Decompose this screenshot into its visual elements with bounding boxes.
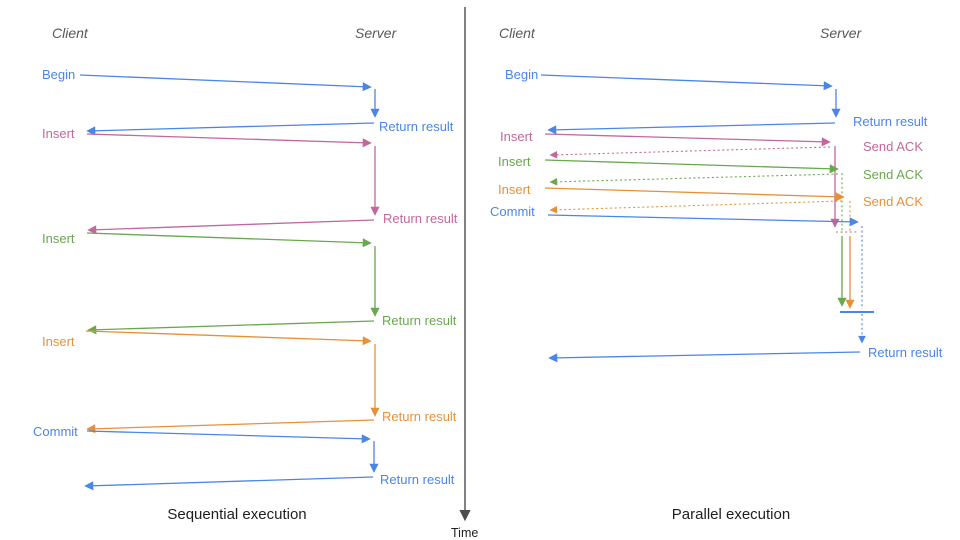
- time-axis: Time: [451, 7, 478, 540]
- left-insert1-request-arrow: [86, 133, 372, 148]
- time-axis-label: Time: [451, 526, 478, 540]
- right-insert3-label: Insert: [498, 182, 531, 197]
- sequential-caption: Sequential execution: [167, 506, 306, 523]
- right-insert3-ack-arrow: [549, 200, 843, 214]
- left-commit-label: Commit: [33, 424, 78, 439]
- left-insert1-return-label: Return result: [383, 211, 458, 226]
- left-insert2-return-label: Return result: [382, 313, 457, 328]
- right-begin-return-arrow: [547, 122, 836, 135]
- left-insert3-request-arrow: [85, 330, 372, 346]
- right-begin-return-label: Return result: [853, 114, 928, 129]
- right-insert2-ack-arrow: [549, 173, 839, 186]
- right-insert1-request-arrow: [544, 133, 831, 147]
- left-insert3-return-label: Return result: [382, 409, 457, 424]
- left-insert1-label: Insert: [42, 126, 75, 141]
- right-begin-label: Begin: [505, 67, 538, 82]
- right-begin-request-arrow: [540, 74, 833, 91]
- left-commit-return-label: Return result: [380, 472, 455, 487]
- right-insert1-label: Insert: [500, 129, 533, 144]
- parallel-caption: Parallel execution: [672, 506, 790, 523]
- right-insert3-ack-label: Send ACK: [863, 194, 923, 209]
- left-commit-return-arrow: [84, 476, 374, 491]
- left-begin-return-label: Return result: [379, 119, 454, 134]
- right-final-return-arrow: [548, 351, 861, 363]
- left-insert3-return-arrow: [86, 419, 375, 434]
- right-insert2-label: Insert: [498, 154, 531, 169]
- right-commit-label: Commit: [490, 204, 535, 219]
- right-insert2-request-arrow: [544, 159, 839, 174]
- sequential-diagram: Client Server Begin Return result Insert…: [33, 25, 458, 523]
- right-insert2-ack-label: Send ACK: [863, 167, 923, 182]
- right-insert1-ack-arrow: [549, 146, 831, 159]
- left-commit-request-arrow: [86, 430, 371, 444]
- left-begin-request-arrow: [79, 74, 372, 92]
- right-final-return-label: Return result: [868, 345, 943, 360]
- left-server-header: Server: [355, 25, 398, 41]
- right-insert3-request-arrow: [544, 187, 845, 202]
- left-insert2-request-arrow: [86, 232, 372, 248]
- left-begin-label: Begin: [42, 67, 75, 82]
- left-client-header: Client: [52, 25, 89, 41]
- right-client-header: Client: [499, 25, 536, 41]
- left-insert3-label: Insert: [42, 334, 75, 349]
- left-begin-return-arrow: [86, 122, 375, 136]
- right-commit-request-arrow: [547, 214, 859, 227]
- right-insert1-ack-label: Send ACK: [863, 139, 923, 154]
- left-insert1-return-arrow: [87, 219, 375, 235]
- parallel-diagram: Client Server Begin Return result Insert…: [490, 25, 943, 523]
- left-insert2-return-arrow: [87, 320, 375, 335]
- left-insert2-label: Insert: [42, 231, 75, 246]
- right-server-header: Server: [820, 25, 863, 41]
